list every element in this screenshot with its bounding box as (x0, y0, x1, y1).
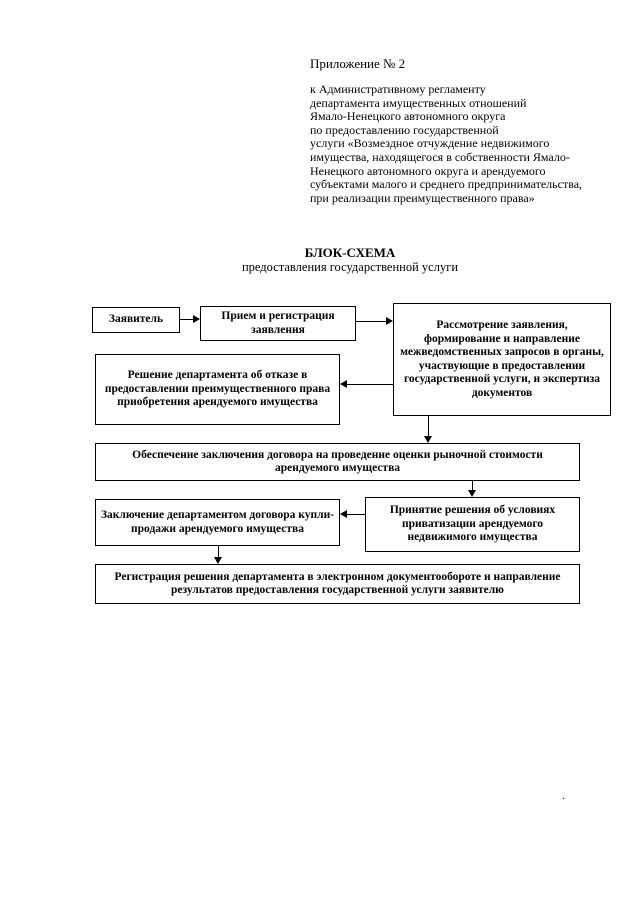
arrowhead-down-icon (214, 557, 222, 564)
arrowhead-left-icon (340, 380, 347, 388)
arrow-review-to-valuation (428, 416, 429, 436)
arrowhead-down-icon (424, 436, 432, 443)
header-line: департамента имущественных отношений (310, 95, 527, 110)
flowchart-box-contract: Заключение департаментом договора купли-… (95, 499, 340, 546)
arrowhead-down-icon (468, 490, 476, 497)
flowchart-box-applicant: Заявитель (92, 307, 180, 333)
diagram-title-block: БЛОК-СХЕМА предоставления государственно… (60, 245, 640, 274)
header-line: имущества, находящегося в собственности … (310, 149, 570, 164)
stray-dot: . (562, 788, 565, 802)
header-line: услуги «Возмездное отчуждение недвижимог… (310, 136, 550, 151)
flowchart-box-refusal: Решение департамента об отказе в предост… (95, 354, 340, 425)
header-paragraph: к Административному регламенту департаме… (310, 82, 622, 205)
arrow-privatization-to-contract (347, 514, 365, 515)
arrowhead-right-icon (193, 315, 200, 323)
flowchart-box-reception: Прием и регистрация заявления (200, 306, 356, 341)
flowchart-box-valuation: Обеспечение заключения договора на прове… (95, 443, 580, 481)
arrow-contract-to-registration (218, 546, 219, 557)
header-line: при реализации преимущественного права» (310, 190, 535, 205)
arrow-applicant-to-reception (180, 319, 193, 320)
header-line: по предоставлению государственной (310, 122, 499, 137)
arrow-valuation-to-privatization (472, 481, 473, 490)
header-line: субъектами малого и среднего предпринима… (310, 177, 583, 192)
arrowhead-left-icon (340, 510, 347, 518)
arrow-review-to-refusal (347, 384, 393, 385)
arrowhead-right-icon (386, 317, 393, 325)
flowchart-box-review: Рассмотрение заявления, формирование и н… (393, 303, 611, 416)
header-line: Ненецкого автономного округа и арендуемо… (310, 163, 546, 178)
header-line: Ямало-Ненецкого автономного округа (310, 109, 506, 124)
diagram-subtitle: предоставления государственной услуги (241, 260, 459, 274)
diagram-title: БЛОК-СХЕМА (304, 245, 396, 260)
appendix-label: Приложение № 2 (310, 56, 406, 71)
header-line: к Административному регламенту (310, 82, 486, 96)
arrow-reception-to-review (356, 321, 386, 322)
flowchart-box-privatization: Принятие решения об условиях приватизаци… (365, 497, 580, 552)
flowchart-box-registration: Регистрация решения департамента в элект… (95, 564, 580, 604)
